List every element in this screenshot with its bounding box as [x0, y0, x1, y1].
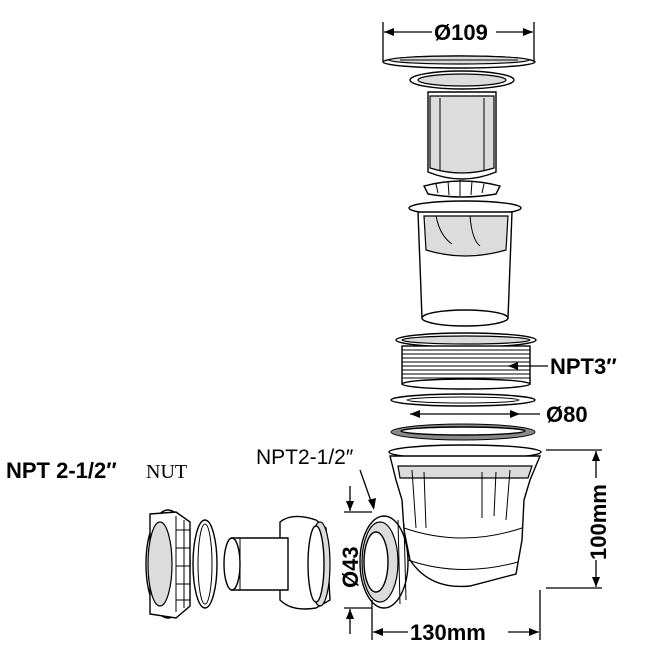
label-nut-word: NUT [146, 461, 187, 483]
strainer-basket [409, 70, 515, 198]
rubber-gasket [390, 423, 536, 441]
drain-body-elbow [359, 444, 542, 609]
label-top-diameter: Ø109 [434, 20, 488, 45]
o-ring [192, 519, 218, 609]
label-outlet-diameter: Ø43 [338, 546, 363, 588]
label-outlet-thread: NPT2-1/2″ [256, 446, 354, 469]
threaded-flange [395, 332, 537, 390]
trap-insert [408, 200, 522, 327]
coupling-nut [145, 509, 191, 619]
drain-grate-cover [382, 55, 536, 69]
outlet-pipe [223, 515, 331, 610]
label-nut-thread: NPT 2-1/2″ [6, 458, 117, 483]
flat-washer [390, 393, 536, 407]
label-washer-diameter: Ø80 [546, 402, 588, 427]
label-thread-main: NPT3″ [550, 354, 617, 379]
label-height-dim: 100mm [586, 484, 611, 560]
dimension-lines [344, 22, 602, 640]
label-width-dim: 130mm [410, 620, 486, 645]
